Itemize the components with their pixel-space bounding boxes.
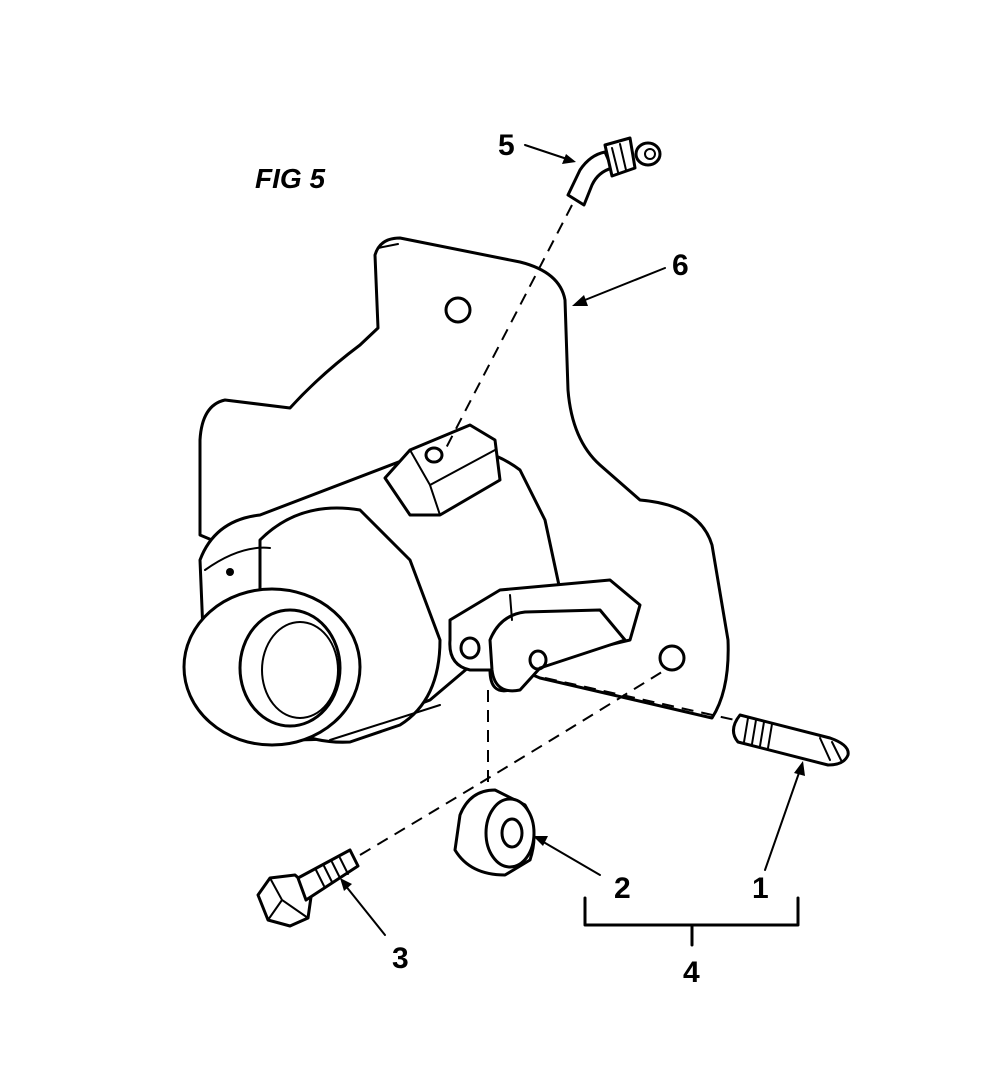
- callout-5: 5: [498, 129, 515, 162]
- callout-3: 3: [392, 942, 409, 975]
- assembly-line-bolt: [359, 669, 666, 856]
- grease-fitting: [566, 136, 662, 207]
- callout-1: 1: [752, 872, 769, 905]
- figure-title: FIG 5: [255, 163, 325, 194]
- pivot-arm: [448, 578, 642, 693]
- callout-2: 2: [614, 872, 631, 905]
- grease-port-hole: [424, 446, 444, 464]
- callout-leaders: [340, 144, 805, 936]
- pivot-hole: [528, 649, 548, 671]
- mounting-hole-lower: [658, 644, 686, 672]
- top-lug: [383, 423, 502, 517]
- pivot-pin: [732, 713, 850, 767]
- assembly-line-grease-fitting: [444, 204, 573, 451]
- rivet-dot: [226, 568, 234, 576]
- assembly-line-pivot-pin: [544, 677, 736, 721]
- bushing: [453, 788, 536, 877]
- callout-6: 6: [672, 249, 689, 282]
- pivot-hole-rear: [459, 636, 481, 660]
- mounting-hole-upper: [444, 296, 472, 324]
- callout-4: 4: [683, 956, 700, 989]
- assembly-bracket: [583, 896, 800, 947]
- hex-bolt: [256, 848, 360, 928]
- bearing-sleeve: [182, 587, 362, 747]
